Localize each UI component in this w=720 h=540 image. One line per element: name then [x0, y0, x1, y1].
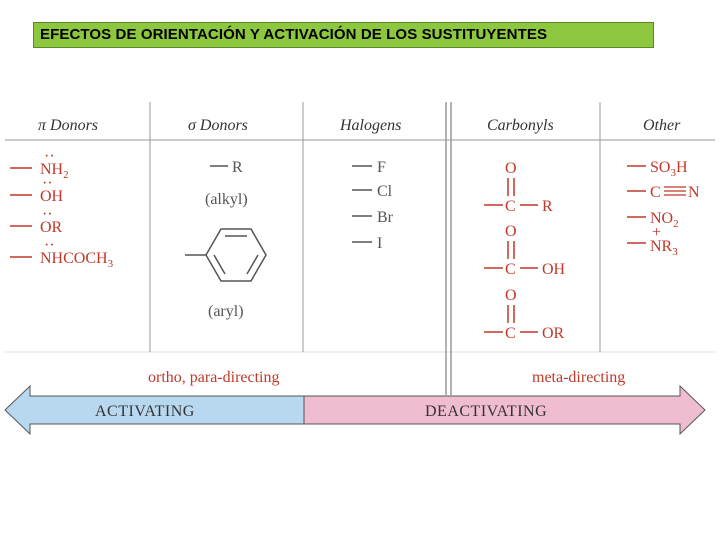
- ortho-para-directing-label: ortho, para-directing: [148, 369, 280, 386]
- carbonyl-2-oxygen: O: [505, 223, 517, 240]
- carbonyl-1-group: R: [542, 198, 553, 215]
- other-so3h: SO3H: [650, 159, 688, 179]
- other-nr3: NR3: [650, 238, 678, 258]
- svg-text:··: ··: [44, 148, 55, 165]
- halogen-f: F: [377, 159, 386, 176]
- halogen-br: Br: [377, 209, 394, 226]
- other-cn-nitrogen: N: [688, 184, 700, 201]
- sigma-donors-column: R (alkyl) (aryl): [185, 159, 267, 320]
- aryl-label: (aryl): [208, 303, 244, 320]
- carbonyl-1-carbon: C: [505, 198, 516, 215]
- other-cn-carbon: C: [650, 184, 661, 201]
- carbonyl-3-oxygen: O: [505, 287, 517, 304]
- halogen-i: I: [377, 235, 382, 252]
- activation-arrow: ACTIVATING DEACTIVATING: [4, 384, 706, 436]
- nr3-charge: +: [652, 224, 661, 241]
- carbonyl-2-carbon: C: [505, 261, 516, 278]
- alkyl-label: (alkyl): [205, 191, 248, 208]
- deactivating-band: [303, 384, 706, 436]
- page-title: EFECTOS DE ORIENTACIÓN Y ACTIVACIÓN DE L…: [40, 26, 548, 43]
- svg-text:··: ··: [42, 206, 53, 223]
- deactivating-label: DEACTIVATING: [425, 403, 547, 420]
- pi-donor-nh2: NH2: [40, 161, 69, 181]
- activating-label: ACTIVATING: [95, 403, 195, 420]
- halogen-cl: Cl: [377, 183, 393, 200]
- pi-donors-column: NH2 ·· OH ·· OR ·· NHCOCH3 ··: [10, 148, 114, 270]
- benzene-ring-icon: [185, 228, 267, 282]
- halogens-column: F Cl Br I: [352, 159, 394, 252]
- pi-donor-or: OR: [40, 219, 63, 236]
- header-other: Other: [643, 117, 681, 134]
- other-no2: NO2: [650, 210, 679, 230]
- header-halogens: Halogens: [339, 117, 401, 134]
- svg-text:··: ··: [42, 175, 53, 192]
- header-carbonyls: Carbonyls: [487, 117, 554, 134]
- title-banner: EFECTOS DE ORIENTACIÓN Y ACTIVACIÓN DE L…: [33, 22, 654, 48]
- triple-bond: [664, 186, 686, 196]
- carbonyl-2-group: OH: [542, 261, 566, 278]
- header-pi-donors: π Donors: [38, 117, 98, 134]
- pi-donor-nhcoch3: NHCOCH3: [40, 250, 114, 270]
- table-grid: [5, 102, 715, 395]
- carbonyl-3-group: OR: [542, 325, 565, 342]
- carbonyl-1-oxygen: O: [505, 160, 517, 177]
- other-column: SO3H C N NO2 + NR3: [627, 159, 700, 258]
- carbonyl-3-carbon: C: [505, 325, 516, 342]
- pi-donor-oh: OH: [40, 188, 64, 205]
- meta-directing-label: meta-directing: [532, 369, 625, 386]
- svg-text:··: ··: [44, 237, 55, 254]
- header-sigma-donors: σ Donors: [188, 117, 248, 134]
- carbonyls-column: O C R O C OH O C OR: [484, 160, 566, 342]
- sigma-donor-alkyl-r: R: [232, 159, 243, 176]
